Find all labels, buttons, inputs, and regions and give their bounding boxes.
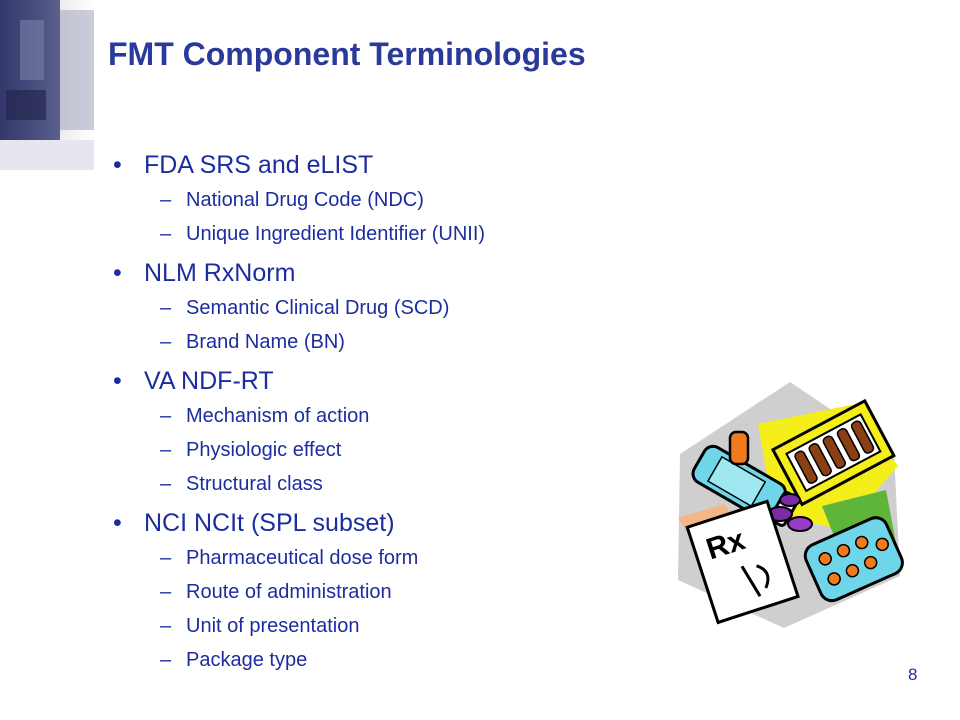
dash: – xyxy=(160,189,172,211)
bullet-list: • FDA SRS and eLIST –National Drug Code … xyxy=(0,147,485,677)
blister-pack xyxy=(803,516,904,603)
dash: – xyxy=(160,405,172,427)
dash: – xyxy=(160,439,172,461)
dash: – xyxy=(160,649,172,671)
sub-item: –National Drug Code (NDC) xyxy=(0,183,485,217)
sub-item-text: Physiologic effect xyxy=(186,439,342,461)
sub-item: –Route of administration xyxy=(0,575,485,609)
bullet-group-fda: • FDA SRS and eLIST xyxy=(0,147,485,183)
sub-list-fda: –National Drug Code (NDC) –Unique Ingred… xyxy=(0,183,485,251)
dash: – xyxy=(160,615,172,637)
bottle-cap xyxy=(728,430,750,466)
sub-item-text: Unit of presentation xyxy=(186,615,360,637)
sub-item-text: Mechanism of action xyxy=(186,405,370,427)
sub-item: –Structural class xyxy=(0,467,485,501)
dash: – xyxy=(160,297,172,319)
sub-item-text: Structural class xyxy=(186,473,323,495)
page-number: 8 xyxy=(908,665,918,684)
sub-item-text: Unique Ingredient Identifier (UNII) xyxy=(186,223,486,245)
bullet-dot: • xyxy=(113,151,122,179)
ampoule-box xyxy=(770,398,896,507)
bullet-dot: • xyxy=(113,367,122,395)
pill xyxy=(779,493,801,507)
pill xyxy=(787,516,813,532)
sub-list-nlm: –Semantic Clinical Drug (SCD) –Brand Nam… xyxy=(0,291,485,359)
bullet-dot: • xyxy=(113,259,122,287)
sub-item-text: Package type xyxy=(186,649,308,671)
dash: – xyxy=(160,547,172,569)
sub-item: –Mechanism of action xyxy=(0,399,485,433)
sub-item: –Package type xyxy=(0,643,485,677)
sub-item-text: Pharmaceutical dose form xyxy=(186,547,419,569)
sub-item: –Brand Name (BN) xyxy=(0,325,485,359)
bullet-label: VA NDF-RT xyxy=(144,367,274,395)
sub-item: –Pharmaceutical dose form xyxy=(0,541,485,575)
sub-item: –Unique Ingredient Identifier (UNII) xyxy=(0,217,485,251)
sub-item: –Unit of presentation xyxy=(0,609,485,643)
bullet-dot: • xyxy=(113,509,122,537)
slide-title: FMT Component Terminologies xyxy=(108,36,586,72)
sub-list-va: –Mechanism of action –Physiologic effect… xyxy=(0,399,485,501)
bullet-label: FDA SRS and eLIST xyxy=(144,151,374,179)
bullet-group-va: • VA NDF-RT xyxy=(0,363,485,399)
corner-decoration-graphic xyxy=(0,0,94,170)
bullet-group-nci: • NCI NCIt (SPL subset) xyxy=(0,505,485,541)
dash: – xyxy=(160,331,172,353)
sub-item-text: Brand Name (BN) xyxy=(186,331,345,353)
dash: – xyxy=(160,473,172,495)
bullet-group-nlm: • NLM RxNorm xyxy=(0,255,485,291)
sub-item-text: Route of administration xyxy=(186,581,392,603)
sub-list-nci: –Pharmaceutical dose form –Route of admi… xyxy=(0,541,485,677)
pharmacy-clipart-illustration: Rx xyxy=(678,382,904,628)
sub-item: –Semantic Clinical Drug (SCD) xyxy=(0,291,485,325)
bullet-label: NCI NCIt (SPL subset) xyxy=(144,509,395,537)
dash: – xyxy=(160,581,172,603)
dash: – xyxy=(160,223,172,245)
sub-item-text: National Drug Code (NDC) xyxy=(186,189,424,211)
bullet-label: NLM RxNorm xyxy=(144,259,296,287)
prescription-paper: Rx xyxy=(685,499,800,625)
sub-item-text: Semantic Clinical Drug (SCD) xyxy=(186,297,450,319)
sub-item: –Physiologic effect xyxy=(0,433,485,467)
